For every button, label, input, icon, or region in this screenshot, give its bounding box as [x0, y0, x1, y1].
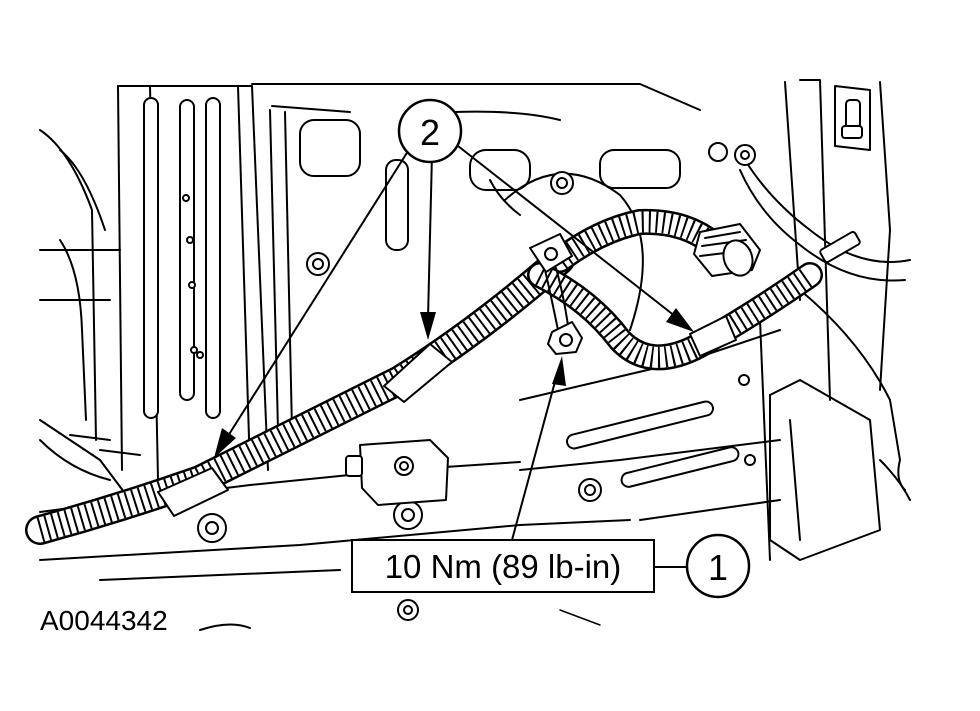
ground-bolt-icon — [547, 321, 583, 355]
arrow-icon — [666, 308, 694, 332]
frame-rail-left — [39, 129, 141, 501]
center-panel — [251, 83, 701, 431]
connector-icon — [693, 223, 761, 277]
body-panel-left — [117, 85, 269, 481]
callout-2-leaders — [214, 145, 694, 458]
torque-spec-label: 10 Nm (89 lb-in) — [385, 548, 622, 585]
arrow-icon — [552, 356, 566, 386]
arrow-icon — [214, 428, 236, 458]
panel-opening — [504, 171, 644, 331]
lower-rail — [39, 461, 631, 631]
callout-1-leader — [511, 356, 690, 568]
lower-right-panel — [519, 319, 781, 561]
callout-1: 1 — [685, 533, 751, 599]
mounting-bracket — [345, 439, 449, 506]
torque-spec-box: 10 Nm (89 lb-in) — [351, 539, 655, 593]
figure-id: A0044342 — [40, 605, 168, 636]
harness-tape-wrap — [157, 315, 737, 517]
right-pillar — [769, 79, 911, 561]
callout-1-number: 1 — [708, 547, 728, 588]
callout-2: 2 — [397, 98, 463, 164]
callout-2-number: 2 — [420, 112, 440, 153]
arrow-icon — [420, 312, 436, 340]
external-cable — [708, 142, 911, 491]
harness-clip-icon — [529, 233, 573, 273]
